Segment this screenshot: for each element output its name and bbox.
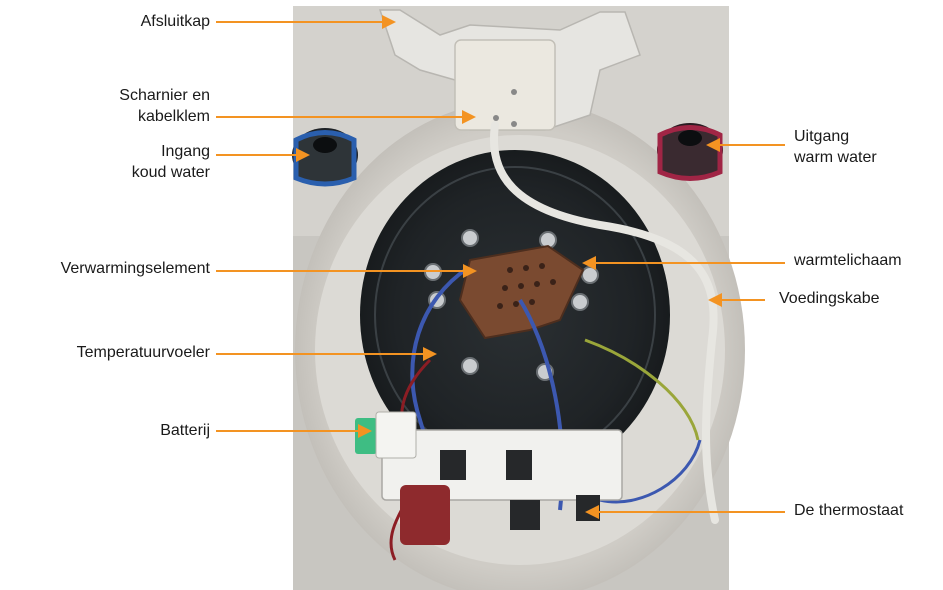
label-uitgang-warm-water: Uitgang warm water xyxy=(794,128,877,166)
arrowhead-warmtelichaam xyxy=(582,256,596,270)
thermostat-block xyxy=(381,429,623,501)
power-cable xyxy=(490,121,719,524)
label-ingang-koud-water: Ingang koud water xyxy=(131,143,210,181)
label-warmtelichaam: warmtelichaam xyxy=(794,252,902,269)
hinge-cable-clamp xyxy=(454,39,556,131)
label-afsluitkap: Afsluitkap xyxy=(140,13,210,30)
heating-element-plate xyxy=(458,244,585,340)
label-voedingskabel: Voedingskabe xyxy=(779,290,880,307)
label-scharnier-kabelklem: Scharnier en kabelklem xyxy=(119,87,210,125)
arrowhead-voedingskabel xyxy=(708,293,722,307)
label-thermostaat: De thermostaat xyxy=(794,502,904,519)
arrowhead-batterij xyxy=(358,424,372,438)
arrowhead-ingang xyxy=(296,148,310,162)
arrowhead-afsluitkap xyxy=(382,15,396,29)
label-temperatuurvoeler: Temperatuurvoeler xyxy=(76,344,210,361)
arrowhead-uitgang xyxy=(706,138,720,152)
red-component xyxy=(400,485,450,545)
label-verwarmingselement: Verwarmingselement xyxy=(60,260,210,277)
arrowhead-temperatuurvoeler xyxy=(423,347,437,361)
arrowhead-thermostaat xyxy=(585,505,599,519)
label-batterij: Batterij xyxy=(160,422,210,439)
arrowhead-scharnier xyxy=(462,110,476,124)
arrowhead-verwarmingselement xyxy=(463,264,477,278)
